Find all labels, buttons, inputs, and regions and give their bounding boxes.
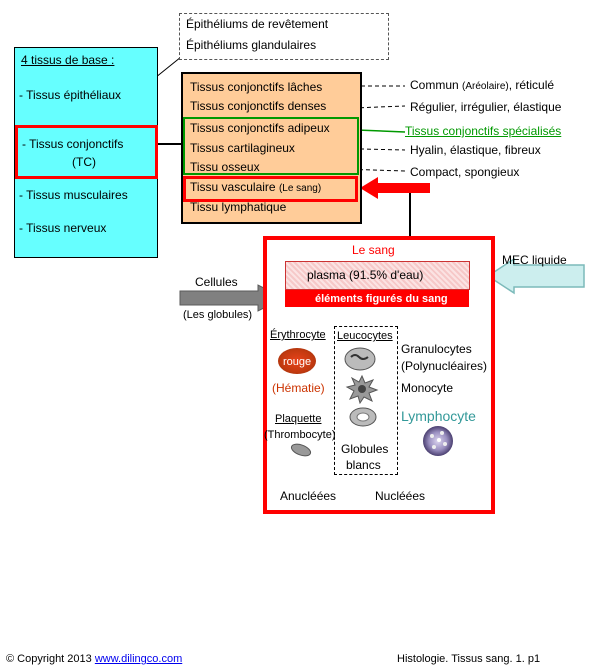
elements-label: éléments figurés du sang <box>315 293 448 305</box>
rouge-label: rouge <box>283 356 312 368</box>
tc-vasculaire-label: Tissu vasculaire <box>190 180 276 194</box>
tc-adipeux: Tissus conjonctifs adipeux <box>190 121 330 135</box>
red-cell-icon <box>278 348 316 374</box>
type-commun: Commun (Aréolaire), réticulé <box>410 78 554 94</box>
base-item-nerveux: - Tissus nerveux <box>19 221 107 235</box>
tc-lymphatique: Tissu lymphatique <box>190 200 287 214</box>
monocyte-label: Monocyte <box>401 381 454 395</box>
epitheliums-box <box>179 13 389 60</box>
lymphocyte-photo-icon <box>418 423 458 459</box>
nucleees-label: Nucléées <box>375 489 426 503</box>
erythro-label: Érythrocyte <box>270 329 326 341</box>
specialises-frame <box>183 117 359 175</box>
leuco-label: Leucocytes <box>337 330 393 342</box>
platelet-icon <box>290 443 312 457</box>
polynuc-label: (Polynucléaires) <box>401 359 488 373</box>
mec-label: MEC liquide <box>502 253 567 267</box>
epithelium-glandulaire: Épithéliums glandulaires <box>186 38 317 52</box>
type-reticule: , réticulé <box>508 78 555 92</box>
granulocyte-icon <box>344 347 376 371</box>
globules-blancs-2: blancs <box>346 458 381 472</box>
plasma-label: plasma (91.5% d'eau) <box>307 268 424 282</box>
mec-arrow <box>486 257 585 295</box>
thrombo-label: (Thrombocyte) <box>264 429 336 441</box>
tc-denses: Tissus conjonctifs denses <box>190 99 327 113</box>
base-item-epitheliaux: - Tissus épithéliaux <box>19 88 122 102</box>
site-link[interactable]: www.dilingco.com <box>94 653 183 665</box>
sang-title: Le sang <box>352 243 395 257</box>
base-tissues-box <box>14 47 158 258</box>
footer-copyright: © Copyright 2013 www.dilingco.com <box>6 652 182 666</box>
type-os: Compact, spongieux <box>410 165 520 179</box>
hematie-label: (Hématie) <box>272 381 325 395</box>
type-commun-label: Commun <box>410 78 459 92</box>
plasma-band <box>285 261 470 290</box>
tc-types-box <box>181 72 362 224</box>
epithelium-revetement: Épithéliums de revêtement <box>186 17 329 31</box>
tc-osseux: Tissu osseux <box>190 160 260 174</box>
leucocytes-frame <box>334 326 398 475</box>
tc-vasculaire: Tissu vasculaire (Le sang) <box>190 180 321 196</box>
base-item-conjonctifs: - Tissus conjonctifs <box>22 137 124 151</box>
footer-ref: Histologie. Tissus sang. 1. p1 <box>397 653 541 665</box>
leader-specialises <box>356 129 406 133</box>
base-tissues-title: 4 tissus de base : <box>21 53 115 67</box>
tc-vasculaire-sang: (Le sang) <box>278 183 322 194</box>
anucleees-label: Anucléées <box>280 489 337 503</box>
base-item-tc: (TC) <box>72 155 96 169</box>
type-cartilage: Hyalin, élastique, fibreux <box>410 143 541 157</box>
globules-label: (Les globules) <box>183 309 253 321</box>
copyright-text: © Copyright 2013 <box>6 653 92 665</box>
tc-cartilagineux: Tissus cartilagineux <box>190 141 295 155</box>
lymphocyte-cell-icon <box>349 407 377 427</box>
type-areolaire: (Aréolaire) <box>462 81 509 92</box>
vasculaire-frame <box>183 176 358 202</box>
monocyte-icon <box>345 374 379 404</box>
elements-band <box>285 290 469 307</box>
cellules-label: Cellules <box>195 275 238 289</box>
granulo-label: Granulocytes <box>401 342 472 356</box>
globules-blancs-1: Globules <box>341 442 389 456</box>
type-dense: Régulier, irrégulier, élastique <box>410 100 562 114</box>
tc-laches: Tissus conjonctifs lâches <box>190 80 323 94</box>
lympho-label: Lymphocyte <box>401 408 476 424</box>
base-item-musculaires: - Tissus musculaires <box>19 188 128 202</box>
red-arrow <box>360 177 430 199</box>
plaquette-label: Plaquette <box>275 413 322 425</box>
type-specialises: Tissus conjonctifs spécialisés <box>405 124 562 138</box>
tc-highlight-frame <box>15 125 158 179</box>
